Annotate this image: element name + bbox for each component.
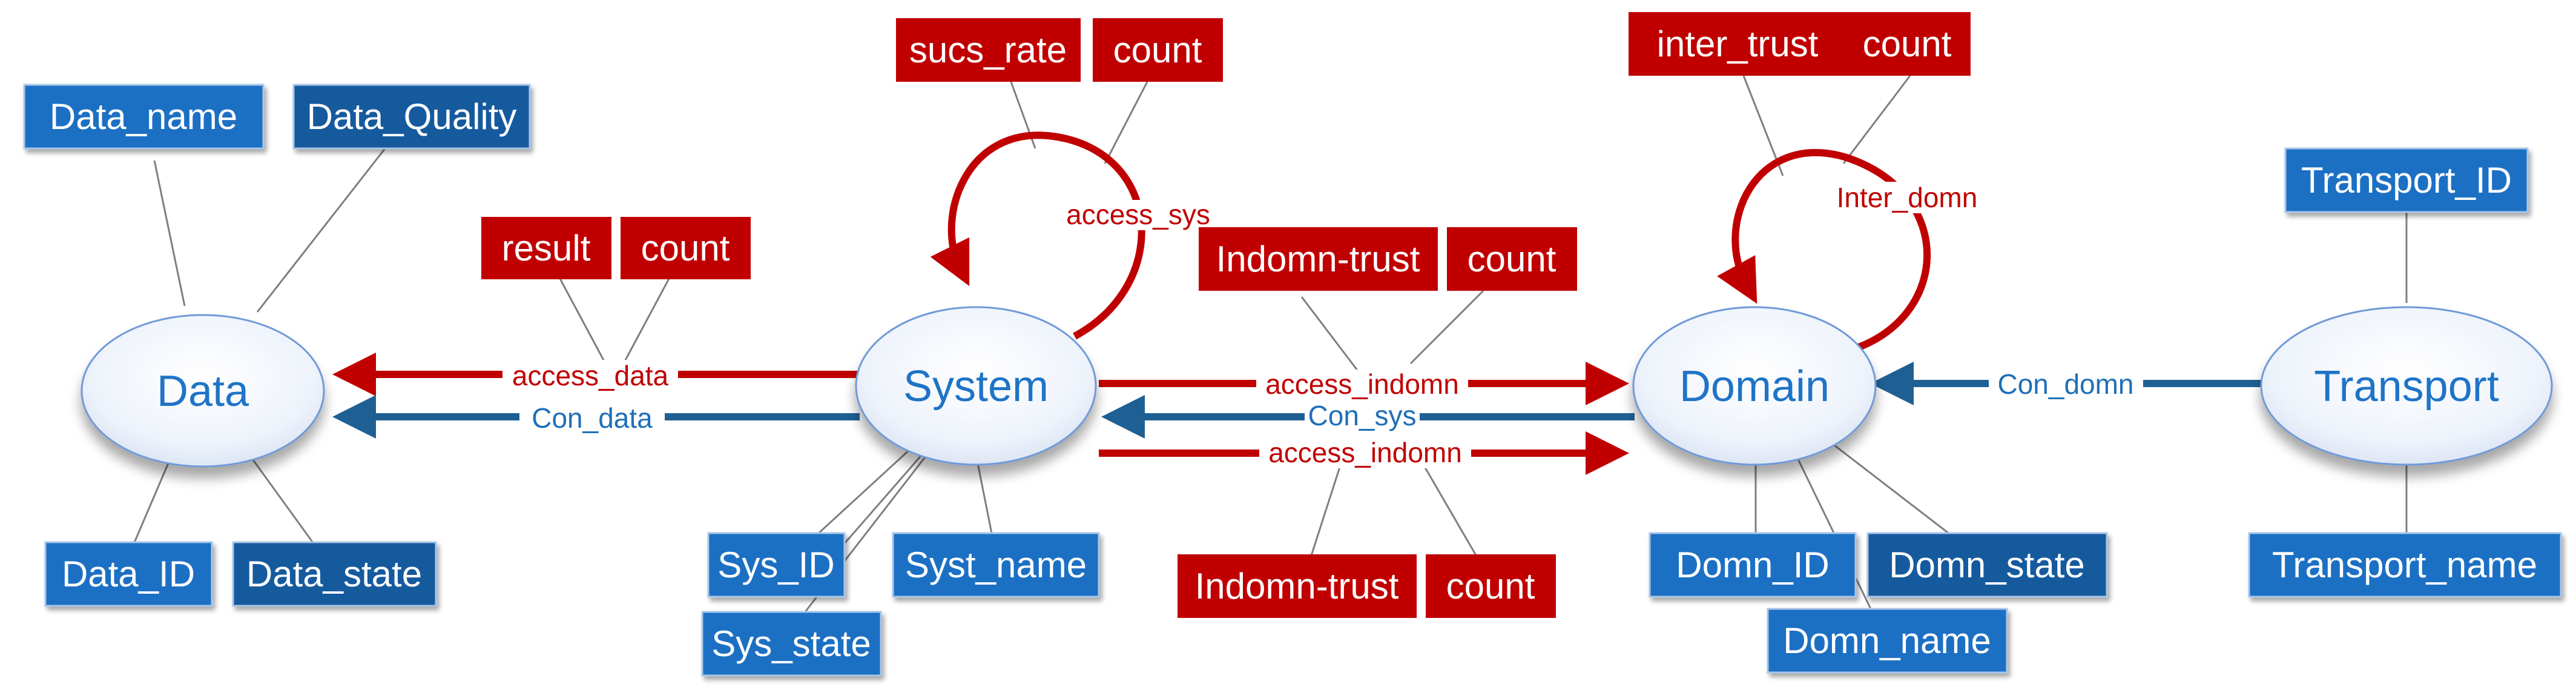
attribute-connectors <box>132 75 2408 612</box>
entity-system-label: System <box>903 362 1049 411</box>
rattr-data-count-label: count <box>641 228 730 268</box>
connector-domn-state <box>1834 444 1953 537</box>
rattr-indomn-count-bottom-label: count <box>1446 566 1535 606</box>
label-con-sys: Con_sys <box>1308 400 1417 431</box>
connector-indomn-count-bottom <box>1421 463 1478 558</box>
attribute-boxes: Data_name Data_Quality Data_ID Data_stat… <box>23 84 2562 677</box>
attr-domn-name[interactable]: Domn_name <box>1767 608 2008 674</box>
rattr-indomn-count-bottom[interactable]: count <box>1426 554 1556 618</box>
label-access-indomn-top: access_indomn <box>1265 368 1459 400</box>
label-access-sys: access_sys <box>1066 199 1210 230</box>
arrow-access-sys-loop <box>930 131 1145 340</box>
attr-data-state[interactable]: Data_state <box>232 541 437 607</box>
rattr-inter-count[interactable]: count <box>1843 12 1971 76</box>
attr-domn-state[interactable]: Domn_state <box>1866 532 2108 598</box>
attr-transport-id-label: Transport_ID <box>2301 160 2512 201</box>
attr-domn-state-label: Domn_state <box>1889 545 2085 585</box>
entity-domain-label: Domain <box>1679 362 1830 411</box>
connector-sys-count <box>1104 81 1148 164</box>
label-inter-domn: Inter_domn <box>1837 182 1978 213</box>
arrow-inter-domn-loop <box>1717 149 1931 352</box>
attr-data-id[interactable]: Data_ID <box>44 541 213 607</box>
attr-transport-name[interactable]: Transport_name <box>2248 532 2562 598</box>
rattr-sys-count-label: count <box>1113 30 1202 70</box>
attr-data-state-label: Data_state <box>246 554 422 594</box>
rattr-inter-count-label: count <box>1863 24 1952 64</box>
relation-labels: access_data Con_data access_sys access_i… <box>502 182 2143 468</box>
attr-domn-id-label: Domn_ID <box>1676 545 1829 585</box>
attr-data-name-label: Data_name <box>50 96 237 137</box>
rattr-indomn-trust-top-label: Indomn-trust <box>1216 239 1420 279</box>
label-access-indomn-bottom: access_indomn <box>1268 437 1462 468</box>
relation-attribute-boxes: sucs_rate count result count inter_trust… <box>481 12 1971 618</box>
entity-transport-label: Transport <box>2314 362 2499 411</box>
attr-sys-id[interactable]: Sys_ID <box>707 532 846 598</box>
entity-transport[interactable]: Transport <box>2260 306 2553 466</box>
connector-data-name <box>153 160 186 307</box>
attr-domn-id[interactable]: Domn_ID <box>1649 532 1857 598</box>
entity-data[interactable]: Data <box>81 314 325 468</box>
connector-indomn-trust-bottom <box>1309 463 1342 558</box>
label-con-data: Con_data <box>532 402 653 434</box>
rattr-inter-trust-label: inter_trust <box>1657 24 1819 64</box>
rattr-indomn-count-top[interactable]: count <box>1447 227 1577 291</box>
connector-data-quality <box>256 145 389 313</box>
entity-domain[interactable]: Domain <box>1632 306 1877 466</box>
connector-indomn-count-top <box>1409 290 1484 365</box>
label-access-data: access_data <box>512 360 669 391</box>
attr-data-id-label: Data_ID <box>62 554 195 594</box>
attr-data-quality-label: Data_Quality <box>307 96 517 137</box>
rattr-sucs-rate-label: sucs_rate <box>909 30 1067 70</box>
connector-data-count <box>622 278 670 364</box>
attr-syst-name[interactable]: Syst_name <box>892 532 1100 598</box>
rattr-inter-trust[interactable]: inter_trust <box>1629 12 1846 76</box>
connector-inter-count <box>1842 75 1911 164</box>
rattr-indomn-trust-top[interactable]: Indomn-trust <box>1199 227 1438 291</box>
attr-sys-state[interactable]: Sys_state <box>701 611 882 677</box>
rattr-data-count[interactable]: count <box>621 217 751 279</box>
connector-data-id <box>132 460 171 546</box>
entity-data-label: Data <box>157 367 249 416</box>
connector-result <box>559 278 607 364</box>
connector-syst-name <box>977 463 994 540</box>
attr-data-quality[interactable]: Data_Quality <box>292 84 531 150</box>
attr-syst-name-label: Syst_name <box>905 545 1087 585</box>
rattr-result-label: result <box>502 228 591 268</box>
rattr-sucs-rate[interactable]: sucs_rate <box>896 18 1081 82</box>
entity-system[interactable]: System <box>855 306 1097 466</box>
label-con-domn: Con_domn <box>1997 368 2133 400</box>
connector-indomn-trust-top <box>1300 296 1360 373</box>
connector-data-state <box>250 457 316 546</box>
rattr-sys-count[interactable]: count <box>1093 18 1223 82</box>
rattr-indomn-count-top-label: count <box>1468 239 1556 279</box>
attr-domn-name-label: Domn_name <box>1783 620 1991 661</box>
rattr-indomn-trust-bottom-label: Indomn-trust <box>1195 566 1399 606</box>
attr-transport-name-label: Transport_name <box>2272 545 2537 585</box>
attr-transport-id[interactable]: Transport_ID <box>2284 147 2529 213</box>
rattr-result[interactable]: result <box>481 217 611 279</box>
attr-sys-state-label: Sys_state <box>711 623 871 664</box>
attr-sys-id-label: Sys_ID <box>717 545 834 585</box>
attr-data-name[interactable]: Data_name <box>23 84 265 150</box>
connector-sys-id-2 <box>831 453 924 558</box>
connector-sys-id <box>801 447 912 549</box>
rattr-indomn-trust-bottom[interactable]: Indomn-trust <box>1178 554 1417 618</box>
